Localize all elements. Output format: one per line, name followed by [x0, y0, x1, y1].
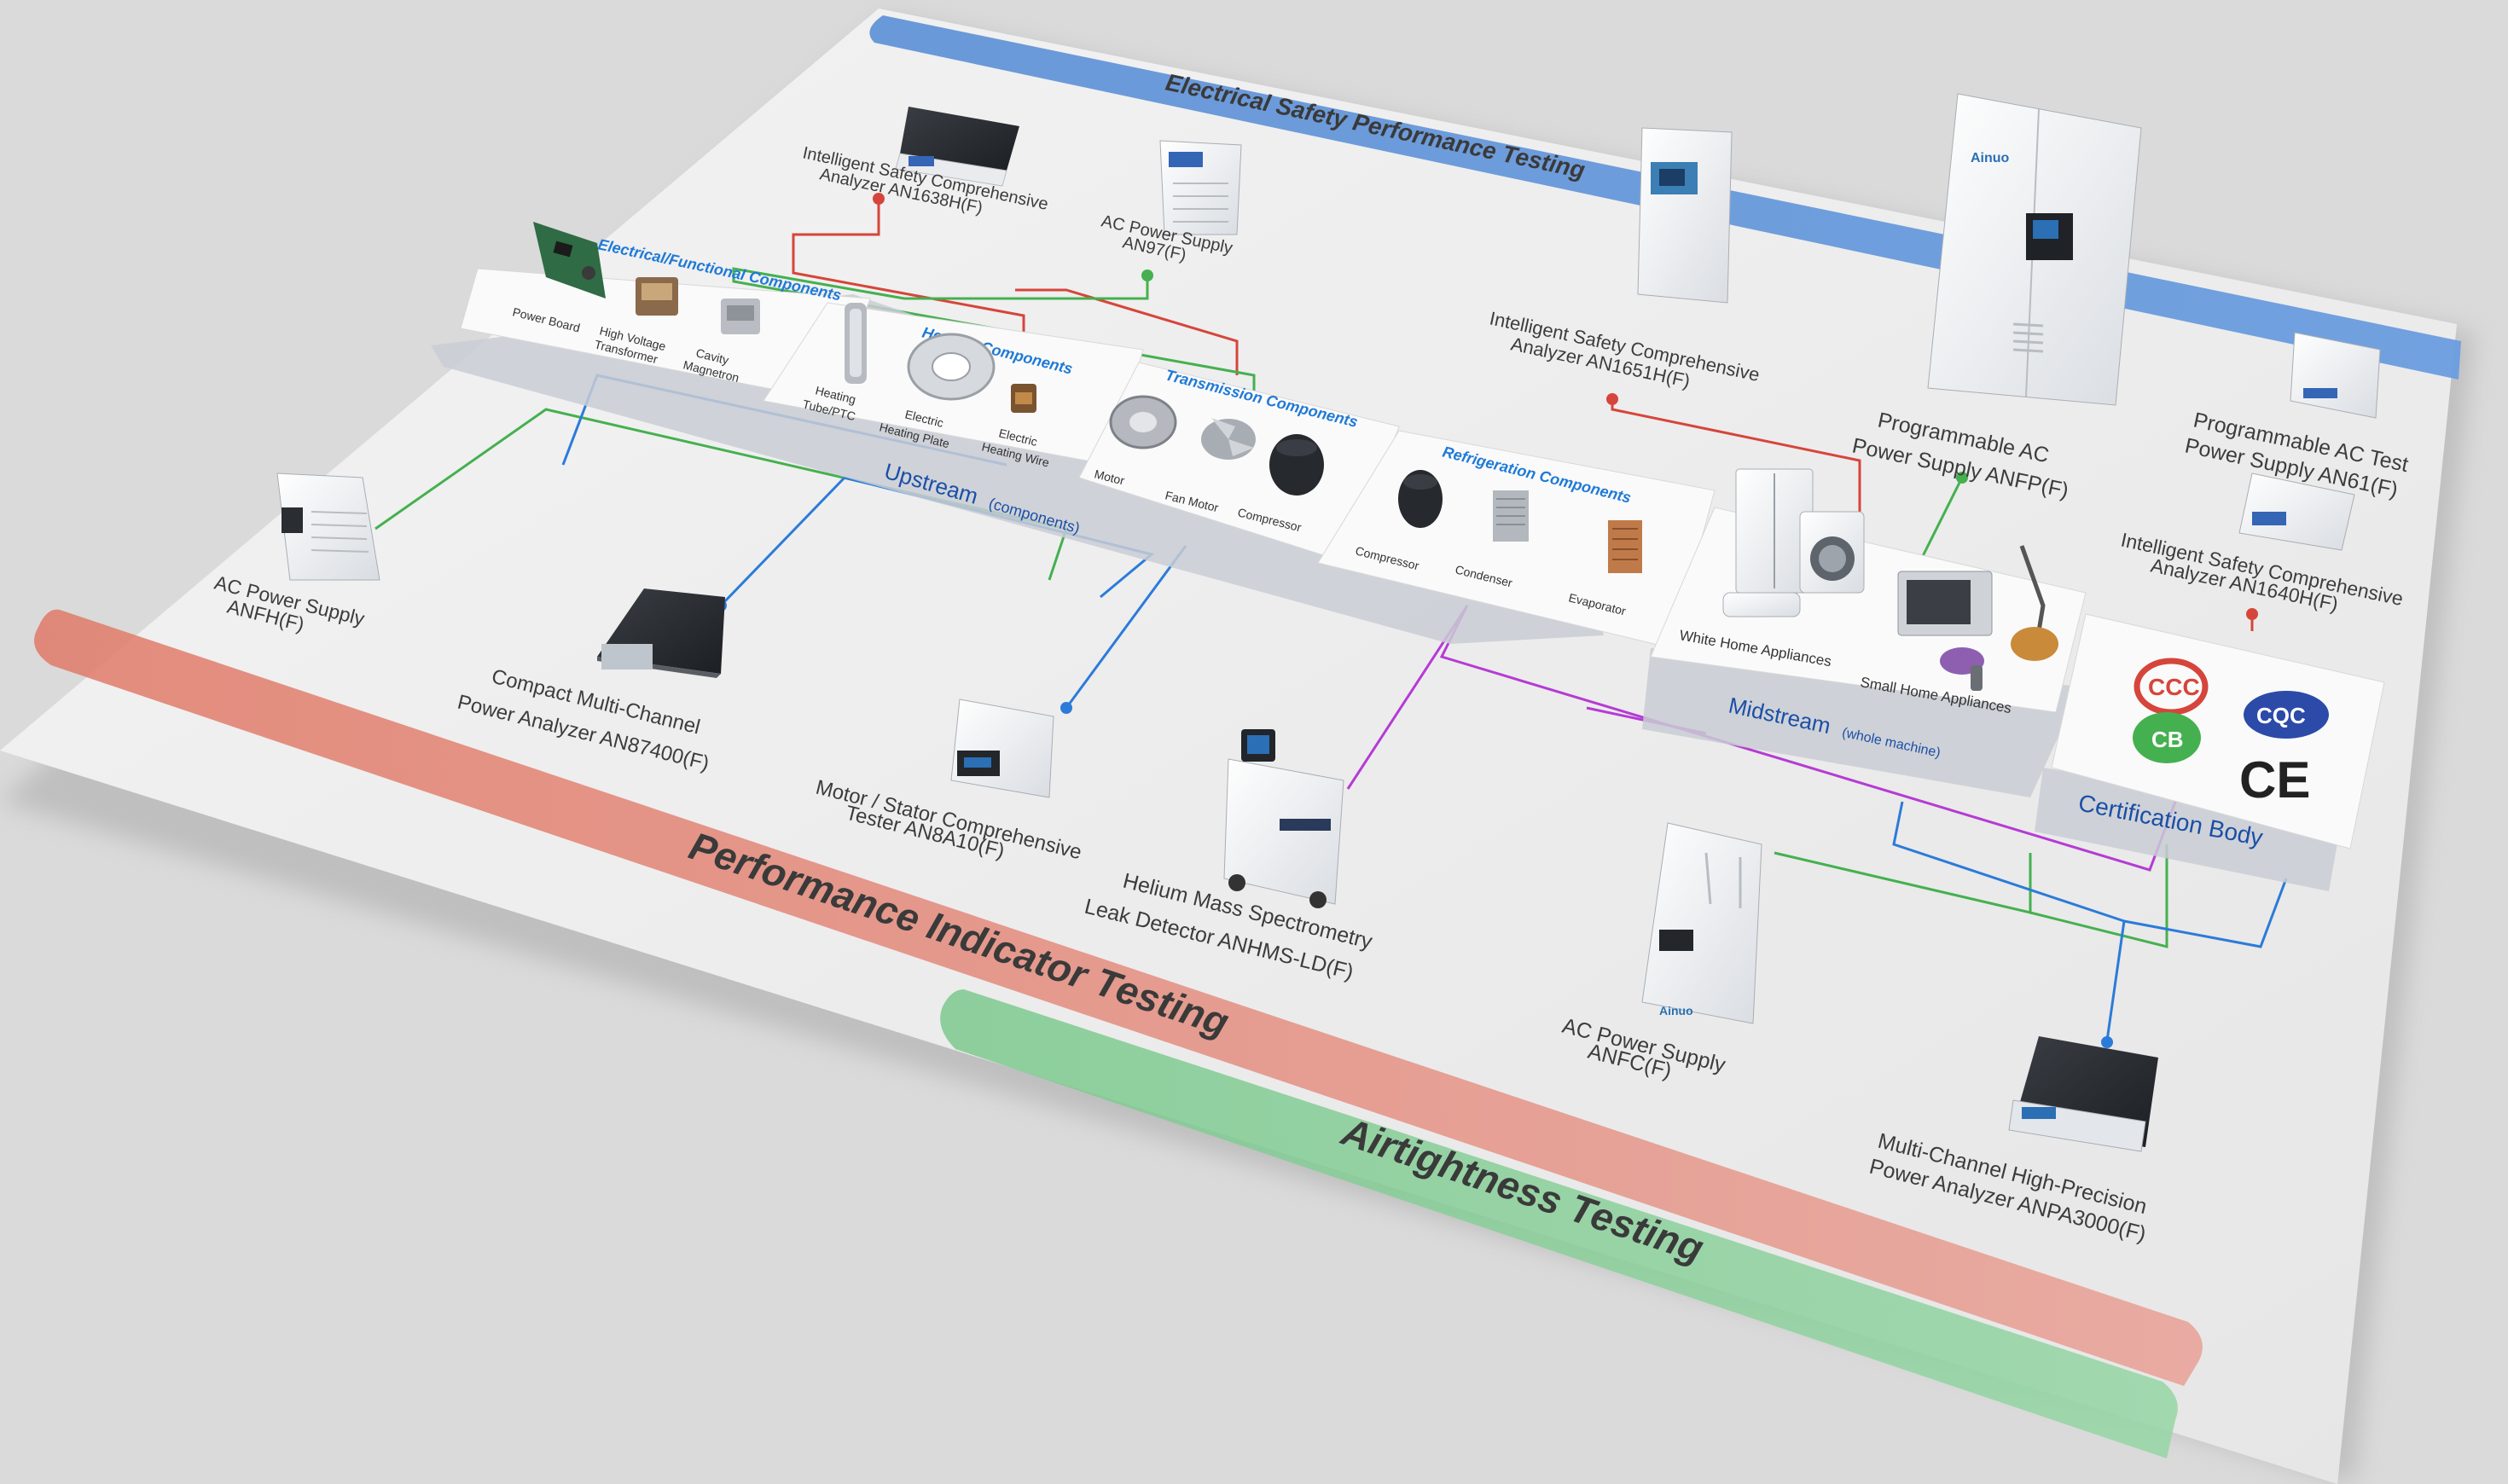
evaporator-icon	[1608, 520, 1642, 573]
certification-shelf: Certification Body CCC CQC CB CE	[2035, 613, 2385, 891]
cqc-mark-text: CQC	[2256, 703, 2306, 728]
line-red-heating	[1015, 288, 1239, 375]
line-green-anfh	[374, 408, 1068, 581]
card-heating: Heating Components Heating Tube/PTC Elec…	[763, 302, 1144, 470]
vacuum-icon	[2011, 545, 2058, 661]
motor-icon	[1109, 395, 1177, 449]
transformer-icon	[636, 277, 678, 316]
anfp-brand: Ainuo	[1971, 151, 2010, 165]
line-blue-midstream	[1892, 801, 2125, 923]
line-red-an1638h	[792, 200, 1025, 358]
anfc-brand: Ainuo	[1659, 1004, 1693, 1017]
magnetron-icon	[721, 299, 760, 334]
cqc-mark-icon: CQC	[2244, 691, 2329, 739]
power-board-icon	[533, 222, 606, 299]
line-green-mid	[2029, 844, 2168, 948]
compressor-icon-transmission	[1269, 434, 1324, 496]
ce-mark-icon: CE	[2239, 751, 2310, 809]
cb-mark-text: CB	[2151, 727, 2184, 752]
washing-machine-icon	[1799, 511, 1865, 594]
ce-mark-text: CE	[2239, 751, 2310, 809]
ccc-mark-icon: CCC	[2134, 658, 2209, 716]
heating-wire-icon	[1011, 384, 1036, 413]
line-green-anfp	[1918, 477, 1964, 564]
condenser-icon	[1493, 490, 1529, 542]
line-green-an97	[732, 267, 1256, 401]
cb-mark-icon: CB	[2133, 712, 2201, 763]
compressor-icon-refrigeration	[1398, 470, 1443, 528]
line-blue-an8a10	[1065, 545, 1187, 709]
air-conditioner-icon	[1722, 592, 1801, 617]
hair-dryer-icon	[1940, 647, 1984, 691]
ccc-mark-text: CCC	[2148, 674, 2200, 700]
heating-plate-icon	[907, 333, 996, 401]
microwave-icon	[1897, 571, 1993, 636]
device-an1638h: Intelligent Safety Comprehensive Analyze…	[801, 107, 1050, 217]
midstream-shelf: Midstream (whole machine) White Home App…	[1642, 468, 2087, 797]
line-blue-anpa3000	[2105, 878, 2288, 1041]
heating-tube-icon	[845, 303, 867, 384]
device-an97: AC Power Supply AN97(F)	[1100, 140, 1242, 265]
fan-motor-icon	[1201, 418, 1256, 460]
